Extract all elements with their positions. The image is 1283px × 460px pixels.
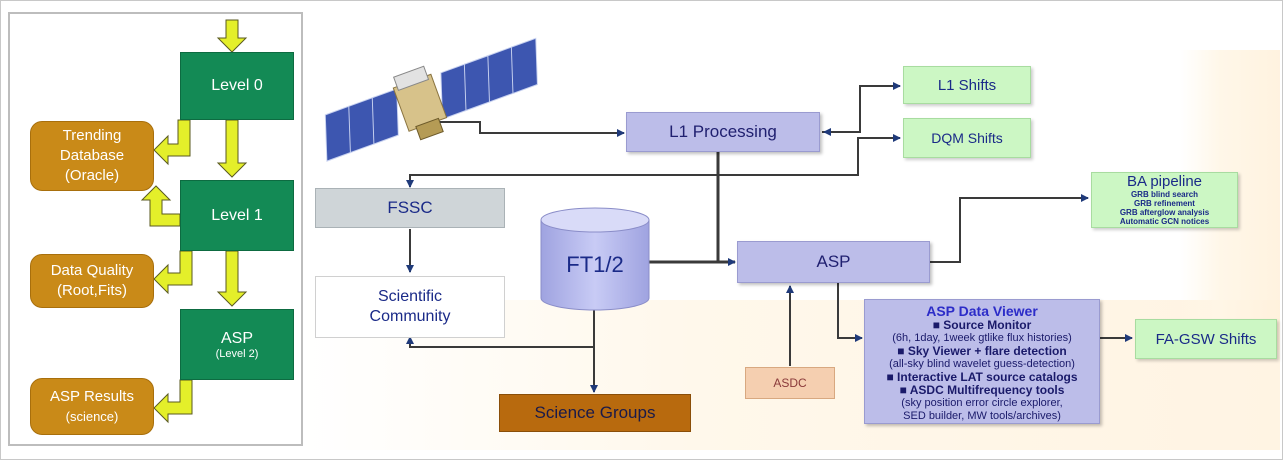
fa-gsw-shifts-box: FA-GSW Shifts bbox=[1135, 319, 1277, 359]
asp-label: ASP bbox=[816, 252, 851, 271]
ba-item: GRB afterglow analysis bbox=[1119, 208, 1210, 217]
community-line-1: Scientific bbox=[377, 288, 443, 305]
arrow-level1-trending bbox=[140, 185, 181, 227]
asp-level2-box: ASP (Level 2) bbox=[180, 309, 294, 380]
science-groups-label: Science Groups bbox=[534, 403, 656, 422]
l1-shifts-label: L1 Shifts bbox=[937, 76, 997, 94]
viewer-line-sub: (6h, 1day, 1week gtlike flux histories) bbox=[892, 332, 1072, 344]
ba-pipeline-box: BA pipeline GRB blind search GRB refinem… bbox=[1091, 172, 1238, 228]
dq-line-2: (Root,Fits) bbox=[56, 282, 127, 299]
viewer-line-head: ■ Source Monitor bbox=[932, 318, 1032, 332]
asp-level2-label: ASP bbox=[220, 329, 253, 347]
trending-database-box: Trending Database (Oracle) bbox=[30, 121, 154, 191]
fa-gsw-label: FA-GSW Shifts bbox=[1155, 330, 1257, 348]
dqm-shifts-box: DQM Shifts bbox=[903, 118, 1031, 158]
link-l1-fssc bbox=[406, 174, 718, 188]
ba-pipeline-title: BA pipeline bbox=[1126, 173, 1203, 190]
ft12-label: FT1/2 bbox=[566, 252, 624, 277]
arrow-level0-level1 bbox=[216, 119, 248, 178]
level1-label: Level 1 bbox=[211, 206, 263, 224]
viewer-line-head: ■ Sky Viewer + flare detection bbox=[897, 344, 1067, 358]
ba-item: GRB refinement bbox=[1134, 199, 1195, 208]
asp-data-viewer-box: ASP Data Viewer ■ Source Monitor (6h, 1d… bbox=[864, 299, 1100, 424]
asdc-box: ASDC bbox=[745, 367, 835, 399]
asdc-label: ASDC bbox=[773, 376, 807, 390]
asp-results-box: ASP Results (science) bbox=[30, 378, 154, 435]
dq-line-1: Data Quality bbox=[50, 262, 134, 279]
science-groups-box: Science Groups bbox=[499, 394, 691, 432]
trending-line-3: (Oracle) bbox=[64, 167, 120, 184]
data-quality-box: Data Quality (Root,Fits) bbox=[30, 254, 154, 308]
l1-shifts-box: L1 Shifts bbox=[903, 66, 1031, 104]
scientific-community-box: Scientific Community bbox=[315, 276, 505, 338]
trending-line-2: Database bbox=[59, 147, 125, 164]
link-asp-ba bbox=[930, 194, 1089, 263]
arrow-into-level0 bbox=[216, 19, 248, 53]
link-dqm bbox=[718, 134, 901, 176]
ba-item: GRB blind search bbox=[1130, 190, 1199, 199]
asp-results-sub: (science) bbox=[65, 408, 119, 424]
arrow-level1-asp bbox=[216, 250, 248, 307]
dqm-shifts-label: DQM Shifts bbox=[931, 130, 1003, 146]
link-to-community bbox=[406, 336, 594, 348]
level0-label: Level 0 bbox=[211, 77, 263, 94]
asp-box: ASP bbox=[737, 241, 930, 283]
viewer-title: ASP Data Viewer bbox=[926, 303, 1038, 319]
ft12-label-wrap: FT1/2 bbox=[541, 245, 649, 285]
link-asp-viewer bbox=[837, 283, 863, 342]
viewer-line-sub: SED builder, MW tools/archives) bbox=[903, 410, 1061, 422]
viewer-line-head: ■ Interactive LAT source catalogs bbox=[886, 370, 1078, 384]
asp-level2-sub: (Level 2) bbox=[215, 347, 259, 360]
viewer-line-head: ■ ASDC Multifrequency tools bbox=[899, 383, 1065, 397]
viewer-line-sub: (sky position error circle explorer, bbox=[901, 397, 1063, 409]
l1-processing-label: L1 Processing bbox=[669, 122, 777, 141]
arrow-level0-trending bbox=[153, 119, 191, 166]
viewer-line-sub: (all-sky blind wavelet guess-detection) bbox=[889, 358, 1075, 370]
fssc-box: FSSC bbox=[315, 188, 505, 228]
level1-box: Level 1 bbox=[180, 180, 294, 251]
asp-results-label: ASP Results bbox=[50, 387, 134, 405]
trending-line-1: Trending bbox=[62, 127, 122, 144]
level0-box: Level 0 bbox=[180, 52, 294, 120]
arrow-level1-dq bbox=[153, 250, 193, 295]
arrow-asp-results bbox=[153, 379, 193, 424]
ba-item: Automatic GCN notices bbox=[1119, 217, 1210, 226]
community-line-2: Community bbox=[369, 308, 451, 325]
l1-processing-box: L1 Processing bbox=[626, 112, 820, 152]
link-satellite-l1 bbox=[440, 121, 625, 137]
fssc-label: FSSC bbox=[387, 198, 433, 217]
